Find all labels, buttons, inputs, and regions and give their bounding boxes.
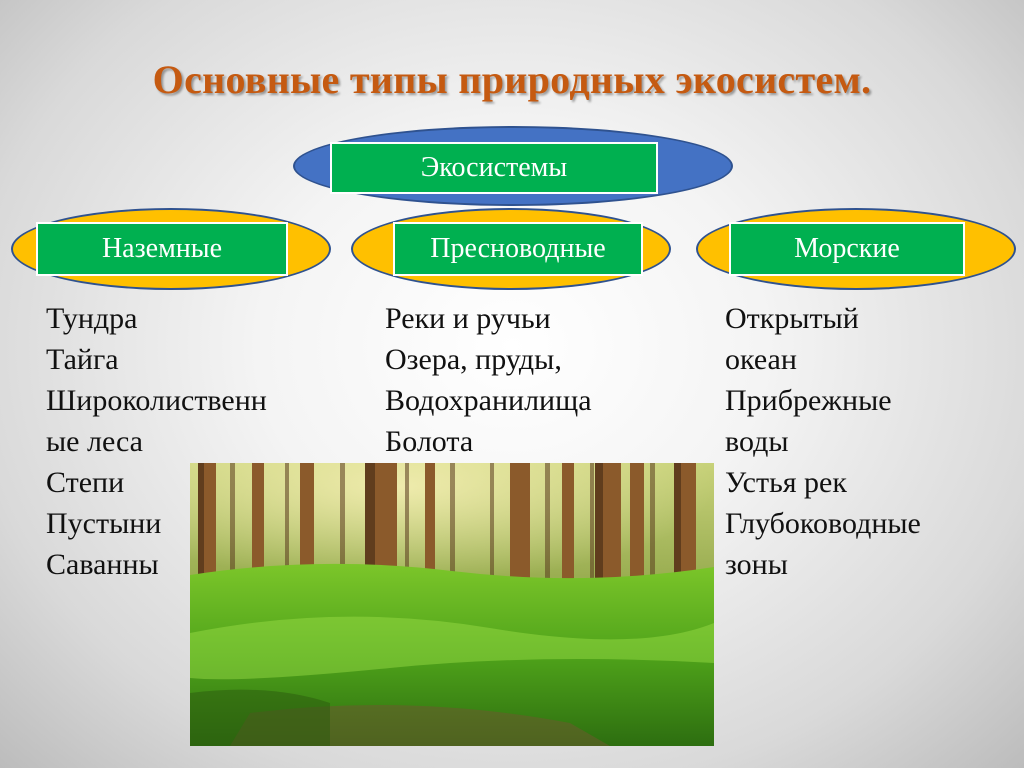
list-item: Широколиственн: [46, 384, 267, 417]
list-item: ые леса: [46, 425, 144, 458]
category-label-freshwater: Пресноводные: [393, 222, 643, 276]
list-item: Глубоководные: [725, 507, 921, 540]
forest-photo: [190, 463, 714, 746]
list-item: Водохранилища: [385, 384, 592, 417]
list-item: Саванны: [46, 548, 159, 581]
list-item: воды: [725, 425, 789, 458]
freshwater-list: Реки и ручьи Озера, пруды, Водохранилища…: [385, 298, 592, 462]
terrestrial-list: Тундра Тайга Широколиственн ые леса Степ…: [46, 298, 267, 585]
marine-list: Открытый океан Прибрежные воды Устья рек…: [725, 298, 921, 585]
list-item: Открытый: [725, 302, 859, 335]
list-item: зоны: [725, 548, 788, 581]
slide-title: Основные типы природных экосистем.: [152, 57, 872, 102]
list-item: Реки и ручьи: [385, 302, 551, 335]
list-item: Болота: [385, 425, 474, 458]
list-item: Пустыни: [46, 507, 162, 540]
list-item: Степи: [46, 466, 125, 499]
category-label-terrestrial: Наземные: [36, 222, 288, 276]
list-item: Устья рек: [725, 466, 847, 499]
list-item: Прибрежные: [725, 384, 892, 417]
list-item: океан: [725, 343, 797, 376]
list-item: Озера, пруды,: [385, 343, 562, 376]
list-item: Тайга: [46, 343, 119, 376]
list-item: Тундра: [46, 302, 138, 335]
root-label: Экосистемы: [330, 142, 658, 194]
category-label-marine: Морские: [729, 222, 965, 276]
